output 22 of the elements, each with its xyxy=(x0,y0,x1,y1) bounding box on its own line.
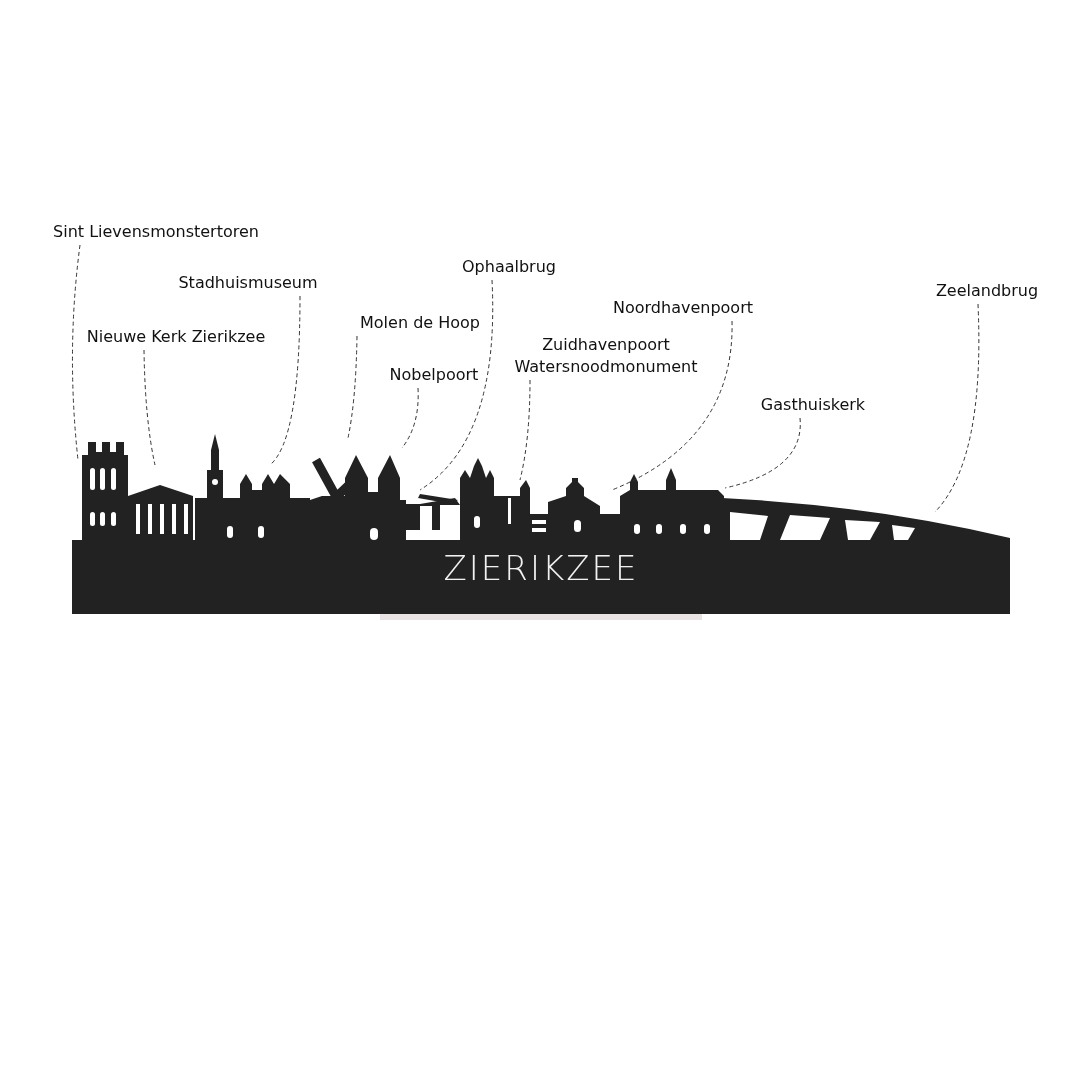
landmark-label: Gasthuiskerk xyxy=(760,394,866,416)
landmark-label: Stadhuismuseum xyxy=(178,272,318,294)
leader-line xyxy=(419,279,494,491)
leader-line xyxy=(72,244,81,461)
leader-line xyxy=(143,349,156,466)
city-name: ZIERIKZEE xyxy=(443,548,639,588)
leader-line xyxy=(611,320,733,491)
landmark-label: Molen de Hoop xyxy=(360,312,480,334)
landmark-label: Nieuwe Kerk Zierikzee xyxy=(86,326,266,348)
leader-line xyxy=(347,335,358,439)
leader-line xyxy=(519,379,531,481)
leader-line xyxy=(934,303,980,513)
landmark-label: Zeelandbrug xyxy=(935,280,1039,302)
landmark-label: Noordhavenpoort xyxy=(613,297,753,319)
leader-line xyxy=(724,417,801,489)
leader-line xyxy=(401,387,419,449)
leader-line xyxy=(269,295,301,466)
landmark-label: Nobelpoort xyxy=(389,364,479,386)
landmark-label: Ophaalbrug xyxy=(462,256,556,278)
landmark-label: Zuidhavenpoort xyxy=(542,334,670,356)
landmark-label: Sint Lievensmonstertoren xyxy=(53,221,259,243)
landmark-label: Watersnoodmonument xyxy=(514,356,698,378)
